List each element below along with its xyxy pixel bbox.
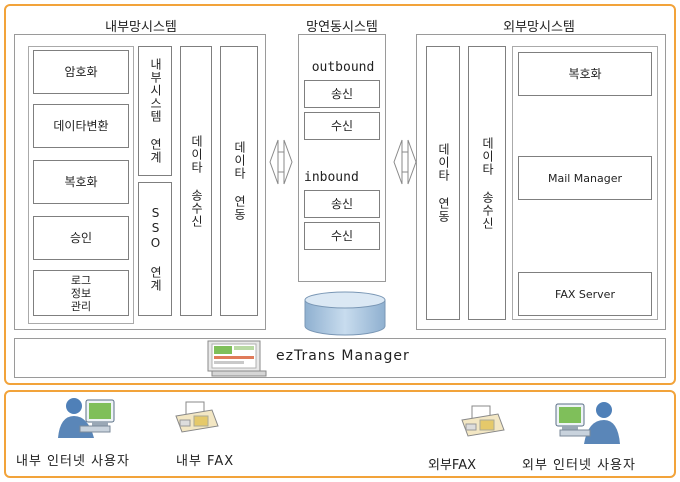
internal-system-link-box: 내부시스템 연계 (138, 46, 172, 176)
internal-data-link-label: 데이타 연동 (232, 141, 247, 221)
data-convert-box: 데이타변환 (33, 104, 129, 148)
outbound-receive-box: 수신 (304, 112, 380, 140)
inbound-send-box: 송신 (304, 190, 380, 218)
mail-manager-box: Mail Manager (518, 156, 652, 200)
external-send-receive-box: 데이타 송수신 (468, 46, 506, 320)
outbound-send-box: 송신 (304, 80, 380, 108)
internal-user-label: 내부 인터넷 사용자 (16, 454, 130, 469)
internal-send-receive-label: 데이타 송수신 (189, 134, 204, 228)
eztrans-manager-bar (14, 338, 666, 378)
sso-link-box: SSO 연계 (138, 182, 172, 316)
log-management-box: 로그 정보 관리 (33, 270, 129, 316)
external-user-icon (552, 398, 624, 446)
internal-system-title: 내부망시스템 (105, 20, 177, 35)
eztrans-manager-label: ezTrans Manager (276, 348, 410, 364)
right-double-arrow-icon (392, 134, 418, 190)
external-data-link-box: 데이타 연동 (426, 46, 460, 320)
internal-system-link-label: 내부시스템 연계 (148, 58, 163, 164)
outbound-label: outbound (311, 60, 375, 75)
external-send-receive-label: 데이타 송수신 (480, 136, 495, 230)
system-frame (4, 4, 676, 385)
database-cylinder-icon (302, 290, 388, 338)
external-data-link-label: 데이타 연동 (436, 143, 451, 223)
external-fax-icon (458, 404, 508, 440)
external-decrypt-box: 복호화 (518, 52, 652, 96)
encrypt-box: 암호화 (33, 50, 129, 94)
external-fax-label: 외부FAX (428, 458, 477, 473)
approval-box: 승인 (33, 216, 129, 260)
fax-server-box: FAX Server (518, 272, 652, 316)
external-user-label: 외부 인터넷 사용자 (522, 458, 636, 473)
users-frame (4, 390, 676, 478)
monitor-icon (206, 340, 270, 378)
internal-data-link-box: 데이타 연동 (220, 46, 258, 316)
internal-fax-icon (172, 400, 222, 436)
internal-send-receive-box: 데이타 송수신 (180, 46, 212, 316)
external-system-title: 외부망시스템 (503, 20, 575, 35)
inbound-label: inbound (304, 170, 359, 185)
internal-user-icon (54, 394, 124, 440)
log-management-label: 로그 정보 관리 (70, 273, 92, 313)
sso-link-label: SSO 연계 (148, 206, 163, 292)
decrypt-box: 복호화 (33, 160, 129, 204)
network-system-title: 망연동시스템 (306, 20, 378, 35)
inbound-receive-box: 수신 (304, 222, 380, 250)
internal-fax-label: 내부 FAX (176, 454, 235, 469)
left-double-arrow-icon (268, 134, 294, 190)
